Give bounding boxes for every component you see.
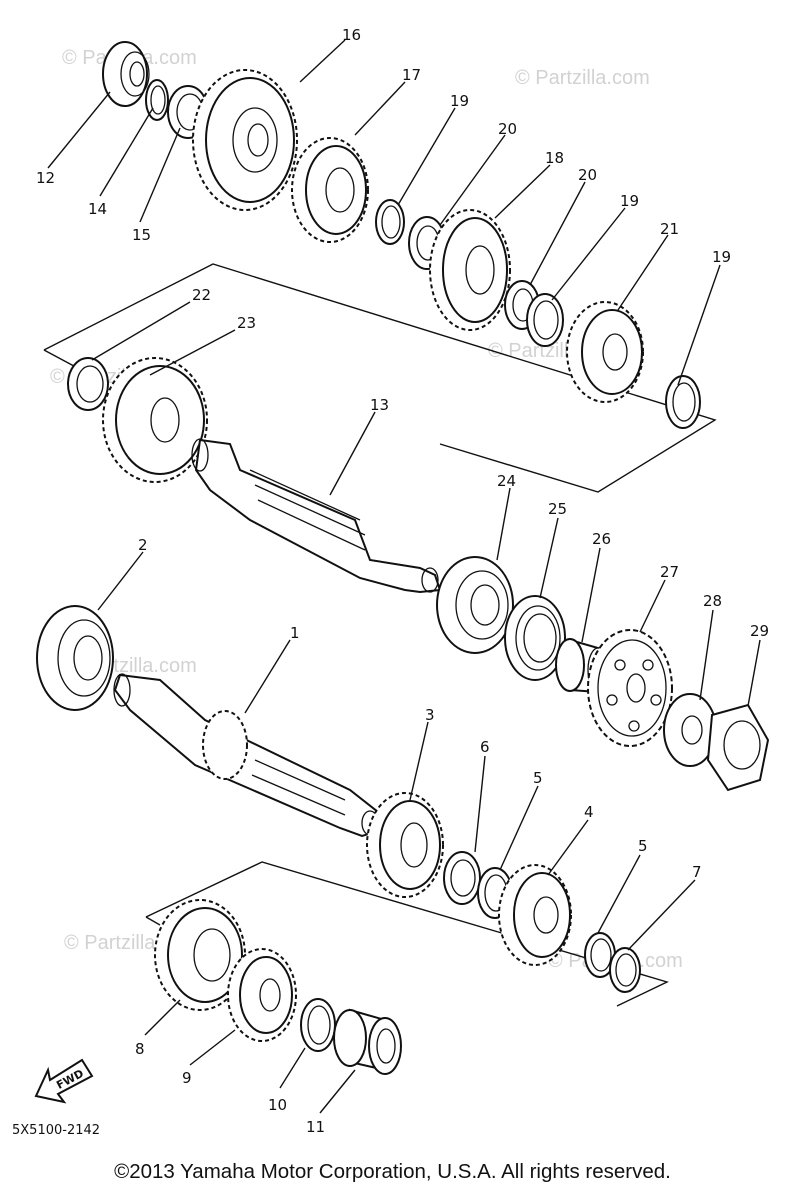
part-labels: 12 14 15 16 17 19 20 18 20 19 21 19 22 2… [36,26,769,1136]
part-label-12: 12 [36,169,55,187]
group-outlines [43,263,717,1007]
part-label-19c: 19 [712,248,731,266]
part-label-9: 9 [182,1069,192,1087]
part-label-1: 1 [290,624,300,642]
part-label-8: 8 [135,1040,145,1058]
part-label-28: 28 [703,592,722,610]
circlip-5b [584,932,616,978]
part-label-24: 24 [497,472,516,490]
circlip-14 [145,79,169,121]
part-label-19b: 19 [620,192,639,210]
leader-lines [47,39,761,1114]
lower-group-outline [145,861,669,1007]
axle-1 [113,673,384,838]
bearing-24 [436,556,514,654]
part-label-15: 15 [132,226,151,244]
gear-18 [429,209,511,331]
circlip-19c [665,375,701,429]
part-label-18: 18 [545,149,564,167]
gear-23 [102,357,208,483]
part-label-11: 11 [306,1118,325,1136]
oil-seal-25 [504,595,566,681]
circlip-19b [526,293,564,347]
part-label-25: 25 [548,500,567,518]
part-label-6: 6 [480,738,490,756]
lower-group-outline-left [145,916,161,926]
gear-17 [291,137,369,243]
gear-16 [192,69,298,211]
watermark: © Partzilla.com [515,67,650,89]
part-label-2: 2 [138,536,148,554]
gear-21 [566,301,644,403]
part-label-7: 7 [692,863,702,881]
part-label-23: 23 [237,314,256,332]
part-label-3: 3 [425,706,435,724]
part-label-22: 22 [192,286,211,304]
part-label-5b: 5 [638,837,648,855]
nut-29 [706,703,770,792]
circlip-7 [609,947,641,993]
part-label-4: 4 [584,803,594,821]
upper-group-outline [43,263,717,493]
part-label-5a: 5 [533,769,543,787]
bearing-2 [36,605,114,711]
part-label-29: 29 [750,622,769,640]
part-label-16: 16 [342,26,361,44]
gear-3 [366,792,444,898]
part-label-26: 26 [592,530,611,548]
shaft-13 [191,438,442,594]
sprocket-27 [587,629,673,747]
washer-10 [300,998,336,1052]
part-label-21: 21 [660,220,679,238]
copyright-notice: ©2013 Yamaha Motor Corporation, U.S.A. A… [114,1160,671,1183]
bearing-11 [333,1008,402,1075]
gear-9 [227,948,297,1042]
part-label-10: 10 [268,1096,287,1114]
washer-22 [67,357,109,411]
gear-8 [154,899,246,1011]
part-label-20b: 20 [578,166,597,184]
fwd-arrow-icon: FWD [34,1058,94,1104]
part-label-14: 14 [88,200,107,218]
part-label-19a: 19 [450,92,469,110]
circlip-19a [375,199,405,245]
part-label-20a: 20 [498,120,517,138]
gear-4 [498,864,572,966]
part-label-17: 17 [402,66,421,84]
diagram-code: 5X5100-2142 [12,1123,100,1138]
bearing-12 [102,41,150,107]
washer-6 [443,851,481,905]
part-label-27: 27 [660,563,679,581]
part-label-13: 13 [370,396,389,414]
